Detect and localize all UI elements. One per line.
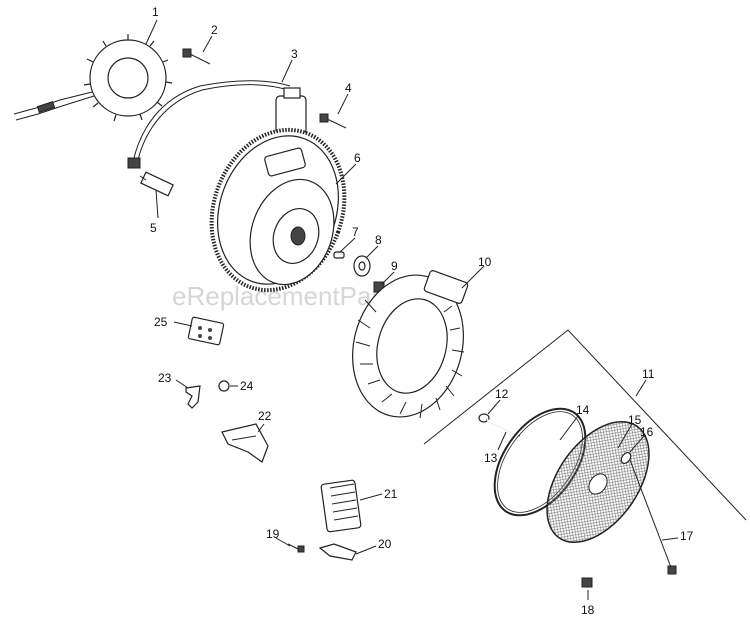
part-clip-22 — [221, 423, 269, 463]
part-connector-25 — [187, 316, 225, 346]
callout-12: 12 — [495, 387, 509, 401]
part-ignition-module — [127, 80, 307, 169]
callout-20: 20 — [378, 537, 392, 551]
group-bracket-11 — [423, 329, 747, 521]
part-spark-plug — [139, 171, 174, 197]
callout-9: 9 — [391, 259, 398, 273]
callout-1: 1 — [152, 5, 159, 19]
callout-21: 21 — [384, 487, 398, 501]
part-screen — [546, 421, 650, 543]
callout-3: 3 — [291, 47, 298, 61]
callout-18: 18 — [581, 603, 595, 617]
part-nut-18 — [581, 577, 593, 588]
callout-15: 15 — [628, 413, 642, 427]
part-bolt-17 — [629, 459, 677, 575]
callout-8: 8 — [375, 233, 382, 247]
part-bracket-20 — [318, 543, 357, 561]
part-flywheel — [209, 127, 347, 293]
part-screw-4 — [319, 113, 347, 129]
callout-13: 13 — [484, 451, 498, 465]
part-washer-8 — [353, 255, 371, 277]
callout-23: 23 — [158, 371, 172, 385]
part-screw-2 — [182, 48, 211, 65]
callout-4: 4 — [345, 81, 352, 95]
callout-labels: 1 2 3 4 5 6 7 8 9 10 11 12 13 14 15 16 1… — [150, 5, 694, 617]
leader-lines — [145, 19, 679, 600]
callout-16: 16 — [640, 425, 654, 439]
callout-7: 7 — [352, 225, 359, 239]
callout-2: 2 — [211, 23, 218, 37]
part-screw-19 — [287, 543, 305, 553]
part-pin — [478, 413, 521, 437]
part-key-7 — [333, 251, 345, 259]
callout-17: 17 — [680, 529, 694, 543]
callout-22: 22 — [258, 409, 272, 423]
callout-19: 19 — [266, 527, 280, 541]
callout-14: 14 — [576, 403, 590, 417]
part-fan — [352, 270, 469, 419]
part-washer-16 — [620, 451, 632, 465]
part-bracket-23 — [185, 385, 201, 409]
part-stator — [13, 34, 173, 122]
callout-24: 24 — [240, 379, 254, 393]
callout-10: 10 — [478, 255, 492, 269]
part-washer-24 — [218, 380, 230, 392]
callout-5: 5 — [150, 221, 157, 235]
callout-25: 25 — [154, 315, 168, 329]
callout-6: 6 — [354, 151, 361, 165]
part-rectifier — [320, 479, 362, 533]
callout-11: 11 — [642, 367, 655, 381]
